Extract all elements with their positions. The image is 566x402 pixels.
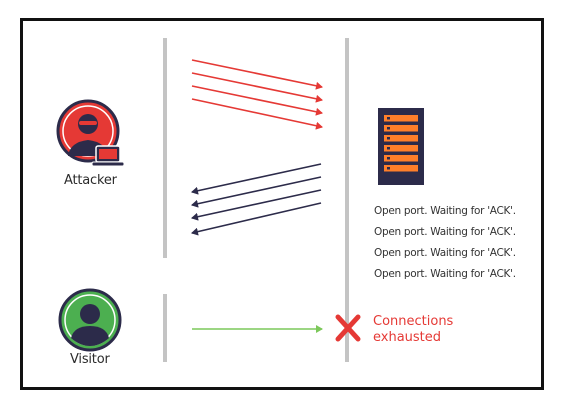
syn-ack-arrow	[191, 163, 322, 195]
status-line: Open port. Waiting for 'ACK'.	[374, 247, 516, 259]
syn-arrow	[191, 98, 323, 130]
status-line: Open port. Waiting for 'ACK'.	[374, 205, 516, 217]
syn-ack-arrow	[191, 189, 322, 221]
connections-exhausted-line2: exhausted	[373, 330, 442, 345]
status-line: Open port. Waiting for 'ACK'.	[374, 268, 516, 280]
syn-ack-arrow	[191, 202, 322, 236]
visitor-label: Visitor	[70, 352, 110, 367]
syn-arrow	[191, 72, 323, 103]
server-rack-icon	[378, 108, 424, 185]
syn-ack-arrows	[191, 163, 322, 236]
connections-exhausted-line1: Connections	[373, 314, 454, 329]
user-icon	[58, 288, 122, 352]
syn-arrow	[191, 85, 323, 116]
syn-arrow	[191, 59, 323, 90]
status-line: Open port. Waiting for 'ACK'.	[374, 226, 516, 238]
hacker-with-laptop-icon	[56, 99, 125, 167]
attacker-label: Attacker	[64, 173, 117, 188]
syn-arrows	[191, 59, 323, 130]
red-x-icon	[335, 314, 361, 342]
syn-ack-arrow	[191, 176, 322, 208]
